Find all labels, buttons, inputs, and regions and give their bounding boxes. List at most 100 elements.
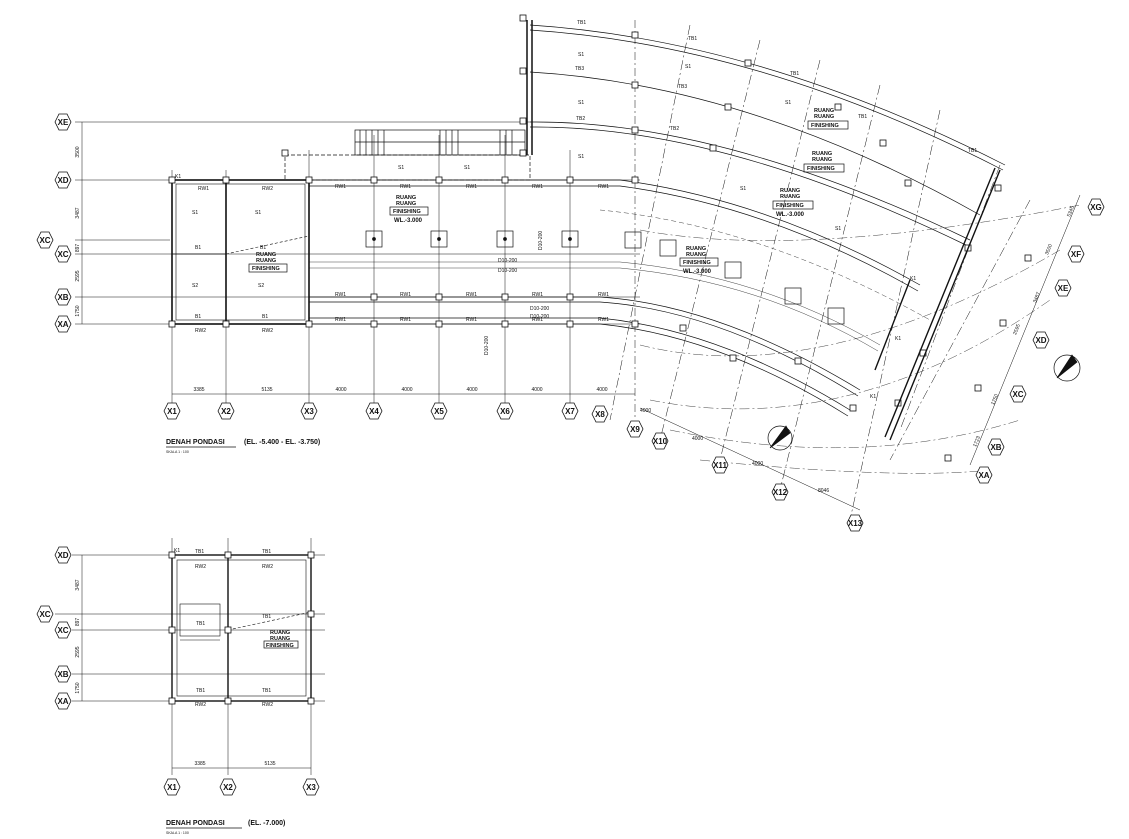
radial-grid-lines xyxy=(609,24,1031,521)
grid-bubble-right-xd: XD xyxy=(1032,331,1050,349)
svg-text:X9: X9 xyxy=(630,425,640,434)
svg-text:TB1: TB1 xyxy=(688,36,697,42)
grid-bubble-x8: X8 xyxy=(591,405,609,423)
grid-bubble-plan2-xc-upper: XC xyxy=(36,605,54,623)
svg-text:B1: B1 xyxy=(262,314,268,320)
room-label-5: RUANG RUANG FINISHING RUANG RUANG FINISH… xyxy=(803,108,849,173)
svg-text:XF: XF xyxy=(1071,250,1081,259)
column-grid-bubbles-plan2: X1 X2 X3 xyxy=(163,778,320,796)
grid-bubble-x7: X7 xyxy=(561,402,579,420)
svg-text:X4: X4 xyxy=(369,407,379,416)
svg-text:B1: B1 xyxy=(260,245,266,251)
svg-text:B1: B1 xyxy=(195,314,201,320)
svg-text:TB1: TB1 xyxy=(968,148,977,154)
svg-text:TB1: TB1 xyxy=(577,20,586,26)
curved-bands xyxy=(309,24,1006,417)
svg-text:TB1: TB1 xyxy=(196,621,205,627)
svg-text:S1: S1 xyxy=(785,100,791,106)
svg-text:TB1: TB1 xyxy=(262,614,271,620)
grid-bubble-plan2-x1: X1 xyxy=(163,778,181,796)
svg-text:XB: XB xyxy=(57,670,68,679)
svg-text:(EL. -7.000): (EL. -7.000) xyxy=(248,820,285,827)
svg-text:RW1: RW1 xyxy=(466,292,477,298)
grid-bubble-xe: XE xyxy=(54,113,72,131)
svg-text:5135: 5135 xyxy=(264,761,275,767)
svg-text:XG: XG xyxy=(1090,203,1102,212)
svg-text:X2: X2 xyxy=(221,407,231,416)
room-label-3: RUANG RUANG FINISHING WL.-3.000 xyxy=(679,246,719,275)
svg-text:TB1: TB1 xyxy=(790,71,799,77)
svg-text:RW1: RW1 xyxy=(598,292,609,298)
svg-text:4000: 4000 xyxy=(752,461,763,467)
svg-text:K1: K1 xyxy=(174,548,180,554)
svg-text:XC: XC xyxy=(39,610,50,619)
row-dimensions-plan2: 3487 897 2595 1750 xyxy=(75,555,83,701)
svg-text:XB: XB xyxy=(57,293,68,302)
svg-text:TB1: TB1 xyxy=(262,688,271,694)
svg-text:D10-200: D10-200 xyxy=(530,306,549,312)
svg-text:4000: 4000 xyxy=(466,387,477,393)
svg-text:S1: S1 xyxy=(464,165,470,171)
svg-text:S2: S2 xyxy=(192,283,198,289)
svg-text:FINISHING: FINISHING xyxy=(683,260,711,266)
north-arrow-icon xyxy=(1053,354,1081,382)
svg-text:RUANG: RUANG xyxy=(780,188,800,194)
retaining-wall-box xyxy=(171,179,310,325)
svg-text:RW1: RW1 xyxy=(532,292,543,298)
svg-text:S1: S1 xyxy=(578,100,584,106)
svg-text:RW1: RW1 xyxy=(198,186,209,192)
svg-text:X7: X7 xyxy=(565,407,575,416)
beam-labels-plan1: TB1 TB1 TB3 TB3 TB2 TB2 TB1 TB1 TB1 K1 R… xyxy=(175,20,977,400)
row-grid-lines xyxy=(75,121,640,325)
svg-text:RUANG: RUANG xyxy=(256,258,276,264)
column-markers-plan2 xyxy=(168,551,315,705)
svg-text:RW2: RW2 xyxy=(262,564,273,570)
curved-grid-lines xyxy=(639,204,1081,474)
svg-text:S1: S1 xyxy=(192,210,198,216)
svg-text:2595: 2595 xyxy=(75,646,81,657)
svg-text:XC: XC xyxy=(57,250,68,259)
grid-bubble-plan2-x2: X2 xyxy=(219,778,237,796)
svg-text:RUANG: RUANG xyxy=(270,636,290,642)
svg-text:X10: X10 xyxy=(653,437,668,446)
svg-text:S1: S1 xyxy=(578,154,584,160)
svg-text:RW2: RW2 xyxy=(195,328,206,334)
svg-text:XC: XC xyxy=(57,626,68,635)
retaining-wall-box-plan2 xyxy=(171,554,312,702)
svg-text:RW1: RW1 xyxy=(335,184,346,190)
svg-text:4000: 4000 xyxy=(596,387,607,393)
svg-text:FINISHING: FINISHING xyxy=(776,203,804,209)
svg-text:FINISHING: FINISHING xyxy=(393,209,421,215)
grid-bubble-xa: XA xyxy=(54,315,72,333)
grid-bubble-x5: X5 xyxy=(430,402,448,420)
svg-text:XE: XE xyxy=(1058,284,1069,293)
svg-text:RW1: RW1 xyxy=(532,184,543,190)
grid-bubble-plan2-xb: XB xyxy=(54,665,72,683)
grid-bubble-x13: X13 xyxy=(846,514,864,532)
svg-text:D10-200: D10-200 xyxy=(530,314,549,320)
svg-text:RW2: RW2 xyxy=(262,186,273,192)
svg-text:X3: X3 xyxy=(306,783,316,792)
svg-text:D10-200: D10-200 xyxy=(538,231,544,250)
svg-text:1750: 1750 xyxy=(75,682,81,693)
svg-text:K1: K1 xyxy=(895,336,901,342)
svg-text:4000: 4000 xyxy=(692,436,703,442)
column-grid-bubbles-plan1: X1 X2 X3 X4 X5 X6 X7 X8 X9 X10 X11 X12 X… xyxy=(163,402,864,532)
right-dimensions-plan1: 5345 3500 3487 2595 1750 1723 xyxy=(969,194,1081,466)
svg-text:XA: XA xyxy=(978,471,989,480)
grid-bubble-right-xb: XB xyxy=(987,438,1005,456)
svg-text:RW1: RW1 xyxy=(400,292,411,298)
svg-text:3385: 3385 xyxy=(193,387,204,393)
plan1-title-block: DENAH PONDASI (EL. -5.400 - EL. -3.750) … xyxy=(166,439,320,454)
svg-text:X12: X12 xyxy=(773,488,788,497)
svg-text:RUANG: RUANG xyxy=(256,252,276,258)
svg-text:3500: 3500 xyxy=(1044,243,1054,256)
grid-bubble-x10: X10 xyxy=(651,432,669,450)
svg-text:1750: 1750 xyxy=(990,393,1000,406)
svg-text:RUANG: RUANG xyxy=(812,157,832,163)
grid-bubble-right-xf: XF xyxy=(1067,245,1085,263)
svg-text:XD: XD xyxy=(1035,336,1046,345)
grid-bubble-x11: X11 xyxy=(711,456,729,474)
grid-bubble-x4: X4 xyxy=(365,402,383,420)
svg-text:X1: X1 xyxy=(167,783,177,792)
